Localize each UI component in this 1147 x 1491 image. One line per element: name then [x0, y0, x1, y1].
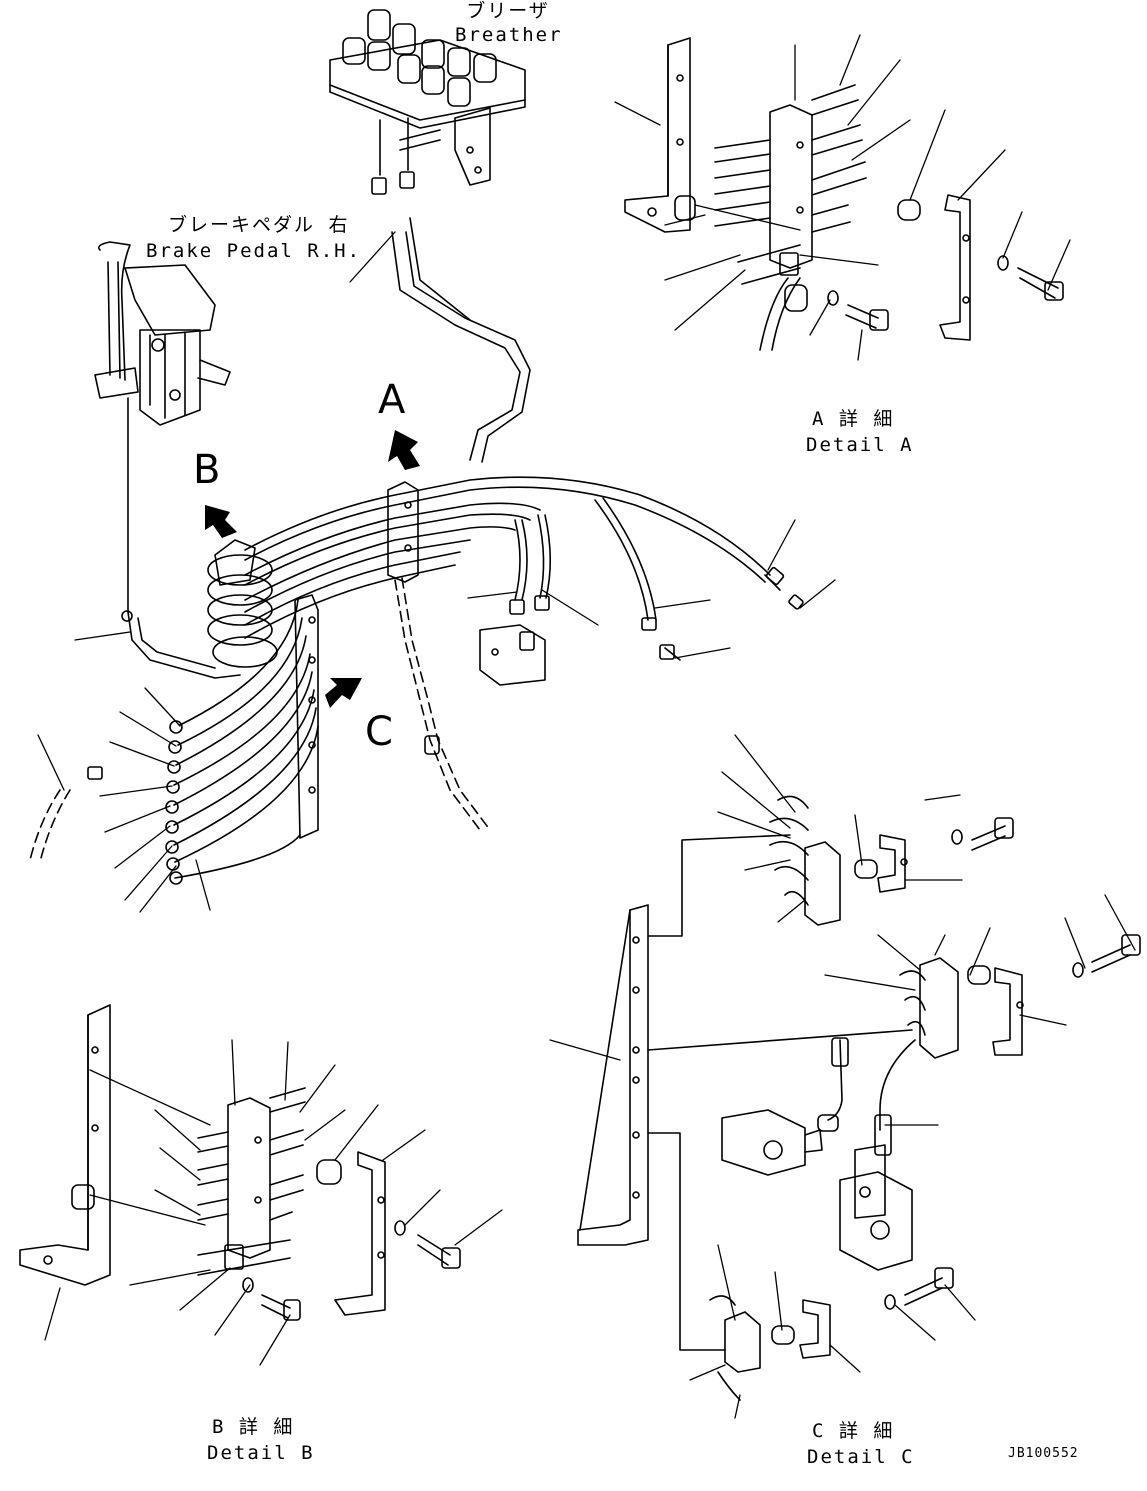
brake-pedal-valve	[94, 241, 231, 613]
view-c-label: C	[365, 709, 393, 755]
detail-b-drawing	[19, 1004, 461, 1321]
detail-b-label-jp: B 詳 細	[212, 1416, 295, 1438]
leader-lines-detail-c	[549, 734, 1136, 1419]
brake-pedal-label-jp: ブレーキペダル 右	[168, 214, 350, 236]
leader-lines-main	[37, 231, 836, 913]
view-a-label: A	[378, 377, 406, 423]
breather-label-en: Breather	[455, 24, 563, 46]
leader-lines-detail-b	[44, 1039, 503, 1366]
detail-c-drawing	[577, 795, 1141, 1401]
detail-c-label-jp: C 詳 細	[812, 1420, 895, 1442]
detail-a-drawing	[624, 37, 1064, 351]
drawing-code: JB100552	[1008, 1446, 1079, 1461]
brake-hose	[121, 610, 241, 679]
hose-bundle	[29, 476, 804, 885]
breather-label-jp: ブリーザ	[466, 0, 550, 22]
detail-a-label-jp: A 詳 細	[812, 408, 895, 430]
detail-a-label-en: Detail A	[806, 434, 914, 456]
detail-b-label-en: Detail B	[207, 1442, 315, 1464]
view-b-label: B	[193, 447, 221, 493]
leader-lines-detail-a	[614, 34, 1071, 361]
brake-pedal-label-en: Brake Pedal R.H.	[146, 240, 362, 262]
detail-c-label-en: Detail C	[807, 1446, 915, 1468]
breather-lines	[391, 217, 531, 463]
breather-assembly	[329, 9, 526, 195]
view-arrows	[205, 430, 420, 708]
